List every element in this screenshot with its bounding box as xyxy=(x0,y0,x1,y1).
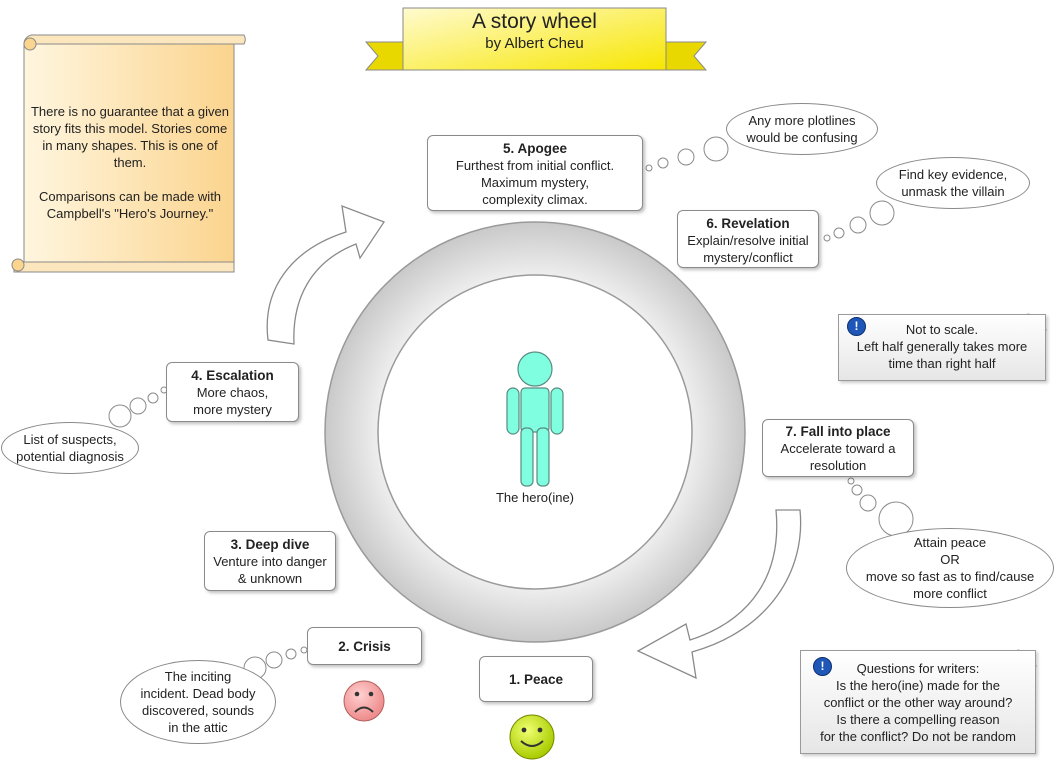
stage-5-apogee: 5. Apogee Furthest from initial conflict… xyxy=(427,135,643,211)
hero-figure xyxy=(506,351,564,487)
stage-4-title: 4. Escalation xyxy=(191,368,274,383)
diagram-subtitle: by Albert Cheu xyxy=(485,35,584,52)
stage-7-title: 7. Fall into place xyxy=(785,424,891,439)
stage-7-fall-into-place: 7. Fall into place Accelerate toward a r… xyxy=(762,419,914,477)
bubble-chain-apogee xyxy=(645,136,729,172)
stage-5-body: Furthest from initial conflict. Maximum … xyxy=(455,158,615,207)
bubble-chain-escalation xyxy=(108,386,168,428)
thought-escalation: List of suspects, potential diagnosis xyxy=(1,422,139,474)
stage-4-body: More chaos, more mystery xyxy=(193,385,272,417)
stage-5-title: 5. Apogee xyxy=(502,141,567,156)
stage-3-title: 3. Deep dive xyxy=(230,537,310,552)
thought-apogee: Any more plotlines would be confusing xyxy=(726,103,878,155)
stage-2-title: 2. Crisis xyxy=(338,639,391,654)
stage-3-body: Venture into danger & unknown xyxy=(213,554,327,586)
sad-smiley xyxy=(343,680,385,722)
happy-smiley xyxy=(509,714,555,760)
scale-note: Not to scale. Left half generally takes … xyxy=(838,314,1046,381)
stage-1-title: 1. Peace xyxy=(508,672,564,687)
scroll-note xyxy=(11,34,246,273)
stage-6-title: 6. Revelation xyxy=(706,216,790,231)
arrow-upper-left xyxy=(266,204,385,345)
stage-6-body: Explain/resolve initial mystery/conflict xyxy=(687,233,809,265)
stage-2-crisis: 2. Crisis xyxy=(307,627,422,665)
scroll-text: There is no guarantee that a given story… xyxy=(30,104,230,221)
thought-fall-into-place: Attain peace OR move so fast as to find/… xyxy=(846,528,1054,608)
thought-revelation: Find key evidence, unmask the villain xyxy=(876,157,1030,209)
stage-7-body: Accelerate toward a resolution xyxy=(780,441,896,473)
stage-1-peace: 1. Peace xyxy=(479,656,593,702)
title-banner xyxy=(364,7,708,71)
thought-crisis: The inciting incident. Dead body discove… xyxy=(120,660,276,744)
bubble-chain-fall xyxy=(847,477,914,537)
bubble-chain-revelation xyxy=(823,200,895,242)
info-icon: ! xyxy=(847,317,866,336)
stage-3-deep-dive: 3. Deep dive Venture into danger & unkno… xyxy=(204,531,336,591)
diagram-title: A story wheel xyxy=(472,10,597,33)
stage-4-escalation: 4. Escalation More chaos, more mystery xyxy=(166,362,299,422)
info-icon: ! xyxy=(813,657,832,676)
banner-text: A story wheel by Albert Cheu xyxy=(403,8,666,54)
stage-6-revelation: 6. Revelation Explain/resolve initial my… xyxy=(677,210,819,268)
hero-label: The hero(ine) xyxy=(495,490,575,505)
questions-note: Questions for writers: Is the hero(ine) … xyxy=(800,650,1036,754)
arrow-lower-right xyxy=(636,509,802,680)
